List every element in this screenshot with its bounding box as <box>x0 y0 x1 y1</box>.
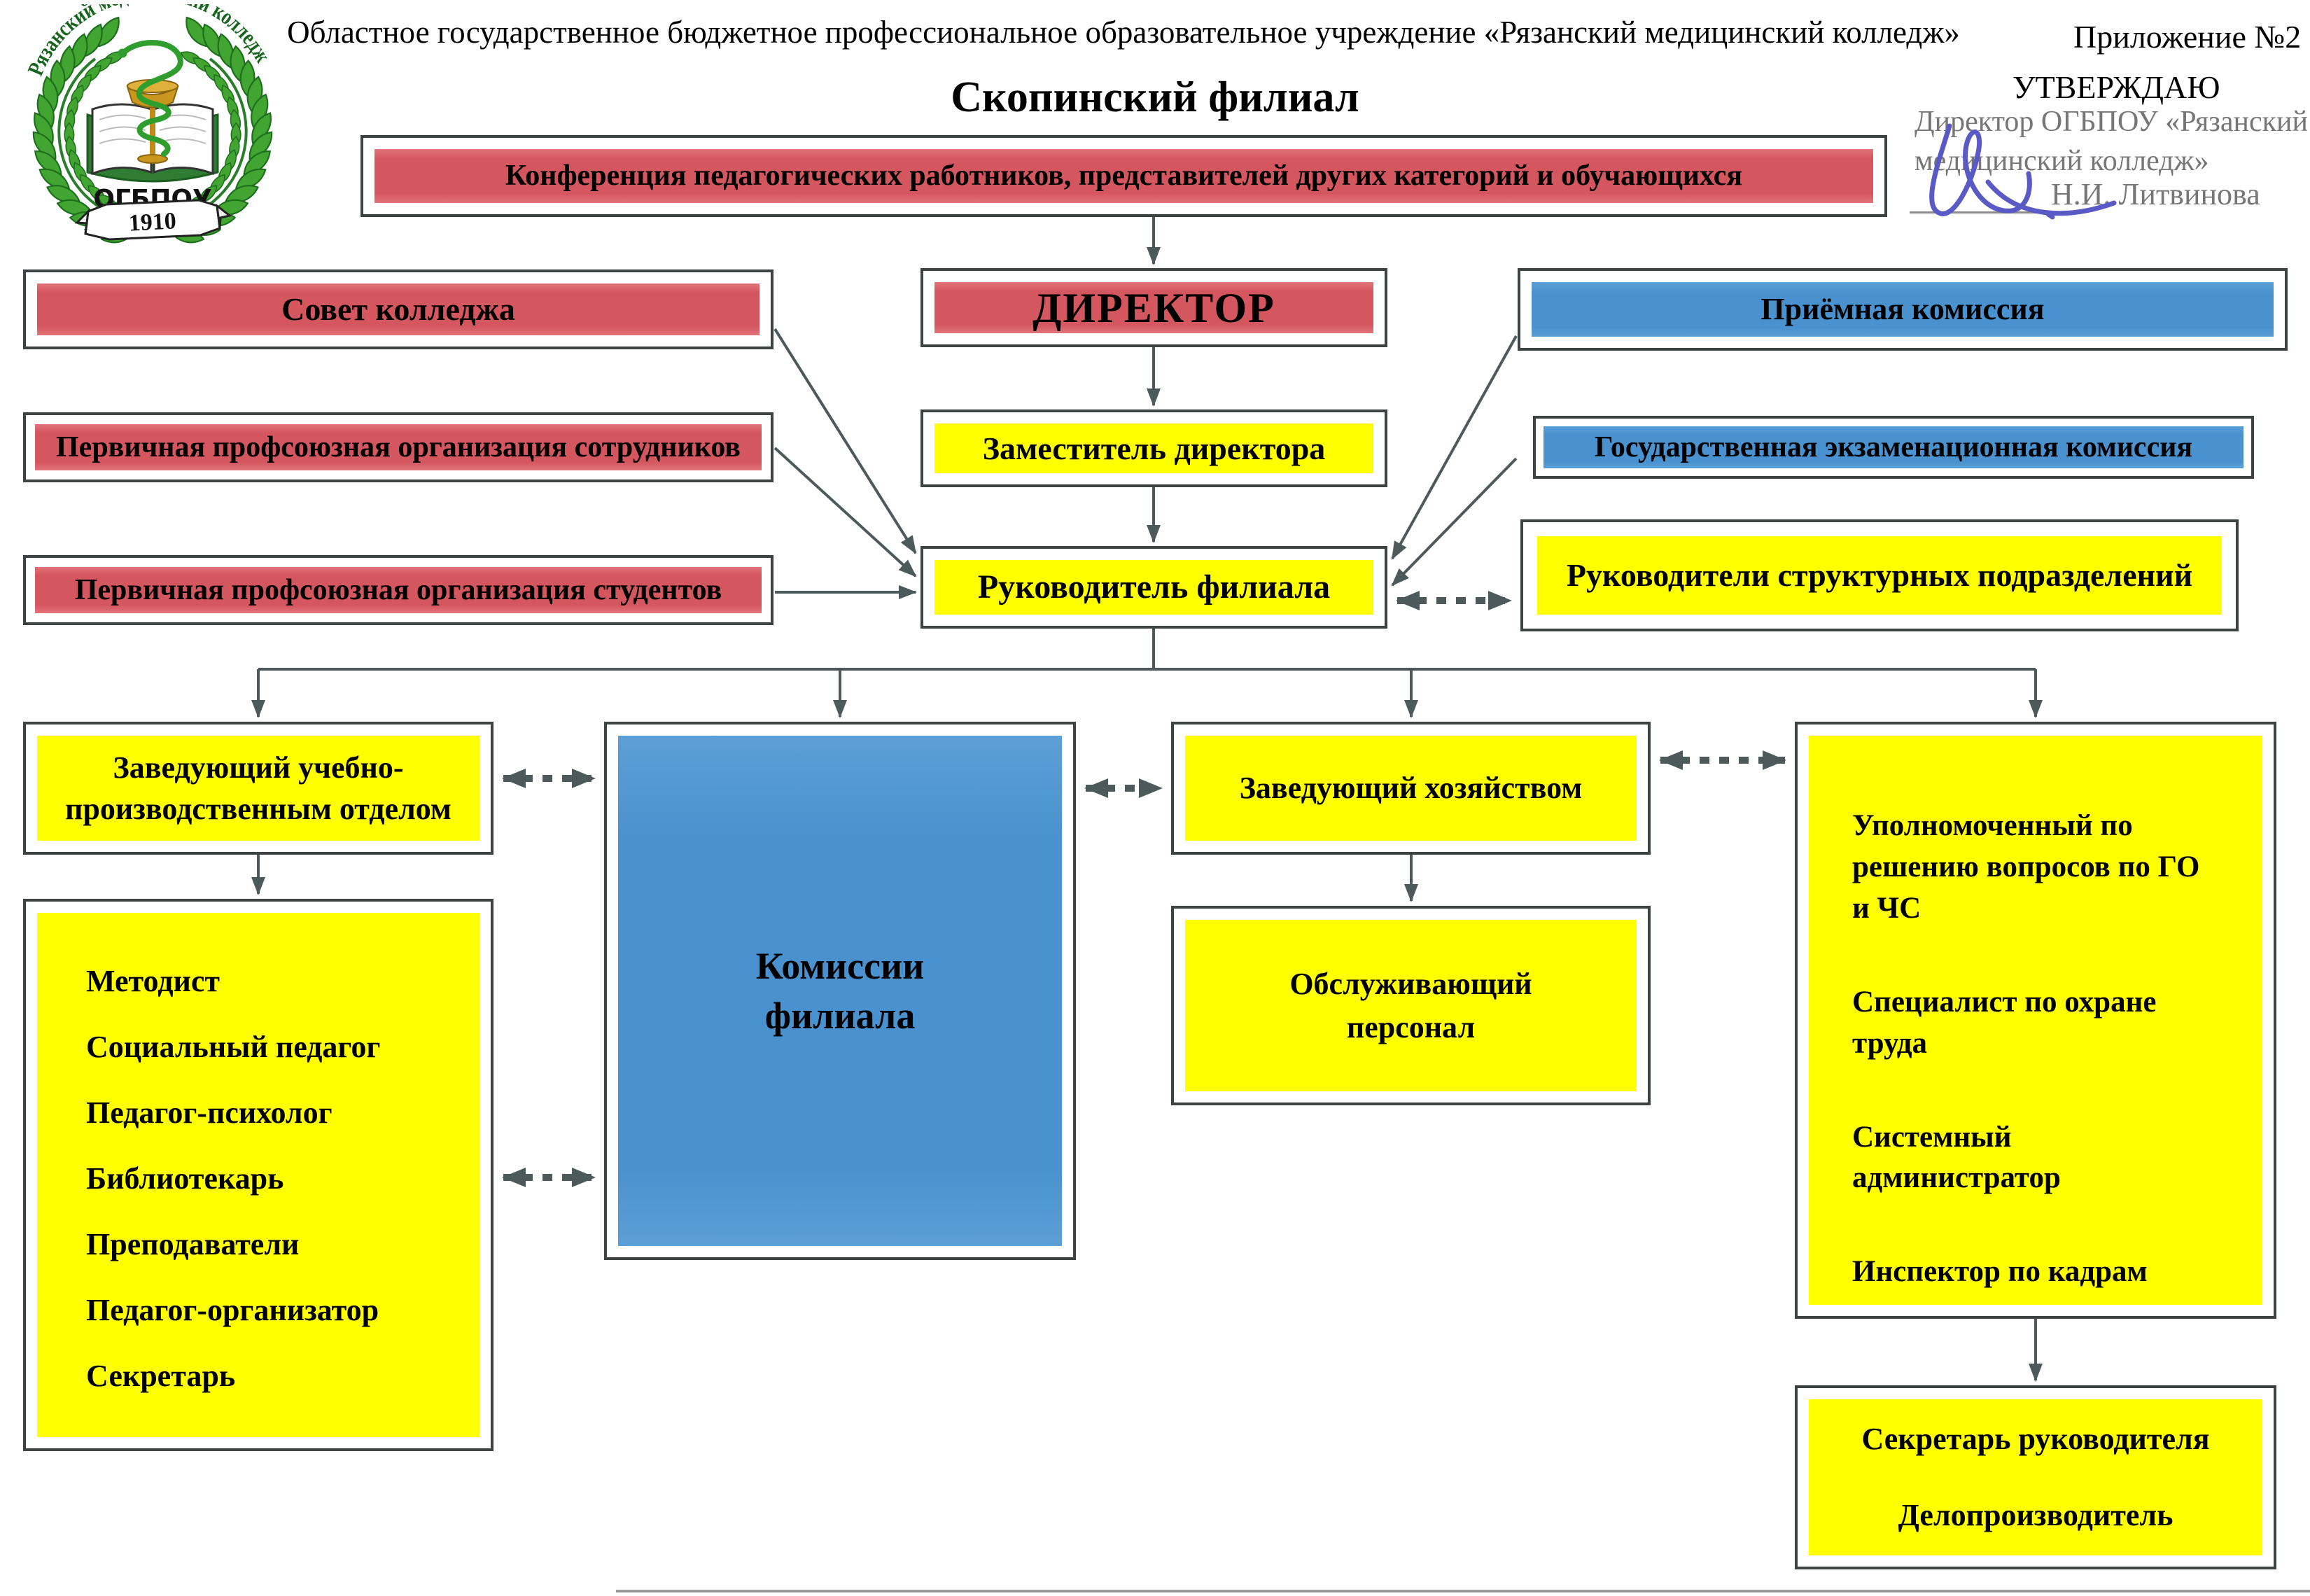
right-staff-item: Инспектор по кадрам <box>1852 1255 2148 1289</box>
staff-item: Преподаватели <box>86 1227 300 1261</box>
box-director: ДИРЕКТОР <box>920 268 1387 347</box>
box-service-staff-label: Обслуживающий персонал <box>1185 920 1637 1091</box>
box-conference-label: Конференция педагогических работников, п… <box>374 149 1873 203</box>
signature-line <box>1910 188 2053 214</box>
box-deputy-director: Заместитель директора <box>920 410 1387 487</box>
staff-item: Социальный педагог <box>86 1030 381 1064</box>
box-student-union-label: Первичная профсоюзная организация студен… <box>35 567 762 613</box>
box-staff-union: Первичная профсоюзная организация сотруд… <box>23 412 774 482</box>
arrow-stateexam-branchhead <box>1391 457 1518 587</box>
arrow-council-branchhead <box>774 328 917 554</box>
arrow-admission-branchhead <box>1391 335 1518 560</box>
box-unit-heads: Руководители структурных подразделений <box>1520 519 2239 631</box>
box-commissions-label: Комиссии филиала <box>618 736 1062 1246</box>
right-staff-item: Уполномоченный по решению вопросов по ГО… <box>1852 809 2200 925</box>
box-admission: Приёмная комиссия <box>1518 268 2288 351</box>
box-household-head-label: Заведующий хозяйством <box>1185 736 1637 841</box>
secretary-line: Делопроизводитель <box>1898 1497 2174 1532</box>
box-branch-head: Руководитель филиала <box>920 546 1387 629</box>
box-conference: Конференция педагогических работников, п… <box>360 135 1887 217</box>
staff-item: Методист <box>86 964 220 998</box>
bowl-of-hygieia-icon <box>118 40 183 164</box>
box-household-head: Заведующий хозяйством <box>1171 722 1651 855</box>
right-staff-item: Специалист по охране труда <box>1852 985 2157 1060</box>
page-title: Скопинский филиал <box>951 74 1359 121</box>
staff-item: Педагог-психолог <box>86 1096 332 1130</box>
box-unit-heads-label: Руководители структурных подразделений <box>1537 536 2222 615</box>
box-deputy-director-label: Заместитель директора <box>934 424 1373 473</box>
org-name-line: Областное государственное бюджетное проф… <box>287 15 1960 50</box>
right-staff-item: Системный администратор <box>1852 1120 2061 1195</box>
box-council: Совет колледжа <box>23 270 774 349</box>
secretary-line: Секретарь руководителя <box>1861 1421 2210 1456</box>
ribbon-banner-icon: 1910 <box>74 199 232 241</box>
logo-year: 1910 <box>128 208 177 237</box>
scan-edge-line <box>616 1590 2310 1592</box>
staff-item: Библиотекарь <box>86 1161 284 1196</box>
appendix-label: Приложение №2 <box>2073 19 2302 55</box>
college-logo: Рязанский медицинский колледж ОГБПОУ 191… <box>22 4 276 244</box>
box-state-exam-label: Государственная экзаменационная комиссия <box>1544 426 2244 468</box>
box-staff-union-label: Первичная профсоюзная организация сотруд… <box>35 424 762 470</box>
box-go-chs-staff-list: Уполномоченный по решению вопросов по ГО… <box>1809 736 2262 1305</box>
signature-scribble <box>1929 123 2117 220</box>
staff-item: Секретарь <box>86 1359 236 1393</box>
box-state-exam: Государственная экзаменационная комиссия <box>1533 416 2254 479</box>
box-service-staff: Обслуживающий персонал <box>1171 906 1651 1105</box>
box-student-union: Первичная профсоюзная организация студен… <box>23 555 774 625</box>
approver-position-line1: Директор ОГБПОУ «Рязанский <box>1914 106 2308 138</box>
approver-name: Н.И. Литвинова <box>2051 177 2260 211</box>
box-go-chs-staff: Уполномоченный по решению вопросов по ГО… <box>1795 722 2276 1319</box>
arrow-staffunion-branchhead <box>774 447 917 578</box>
approve-label: УТВЕРЖДАЮ <box>2012 69 2220 105</box>
box-admission-label: Приёмная комиссия <box>1532 282 2274 337</box>
box-council-label: Совет колледжа <box>37 284 760 335</box>
box-director-label: ДИРЕКТОР <box>934 282 1373 333</box>
staff-item: Педагог-организатор <box>86 1293 379 1327</box>
box-commissions: Комиссии филиала <box>604 722 1076 1260</box>
box-branch-head-label: Руководитель филиала <box>934 560 1373 615</box>
box-edu-dept-head-label: Заведующий учебно- производственным отде… <box>37 736 479 841</box>
box-edu-dept-head: Заведующий учебно- производственным отде… <box>23 722 493 855</box>
